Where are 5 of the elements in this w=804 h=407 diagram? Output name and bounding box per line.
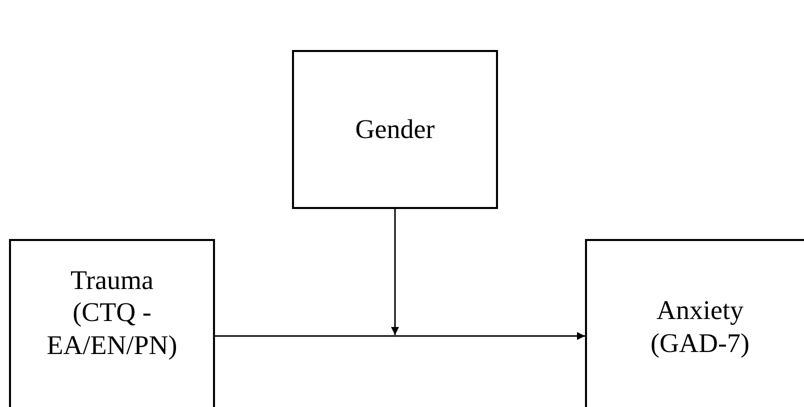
variable-box: Trauma (CTQ - EA/EN/PN) bbox=[9, 239, 215, 407]
arrow bbox=[215, 332, 585, 340]
variable-box: Gender bbox=[292, 50, 498, 209]
variable-box: Anxiety (GAD-7) bbox=[585, 239, 804, 407]
arrow bbox=[391, 209, 399, 335]
